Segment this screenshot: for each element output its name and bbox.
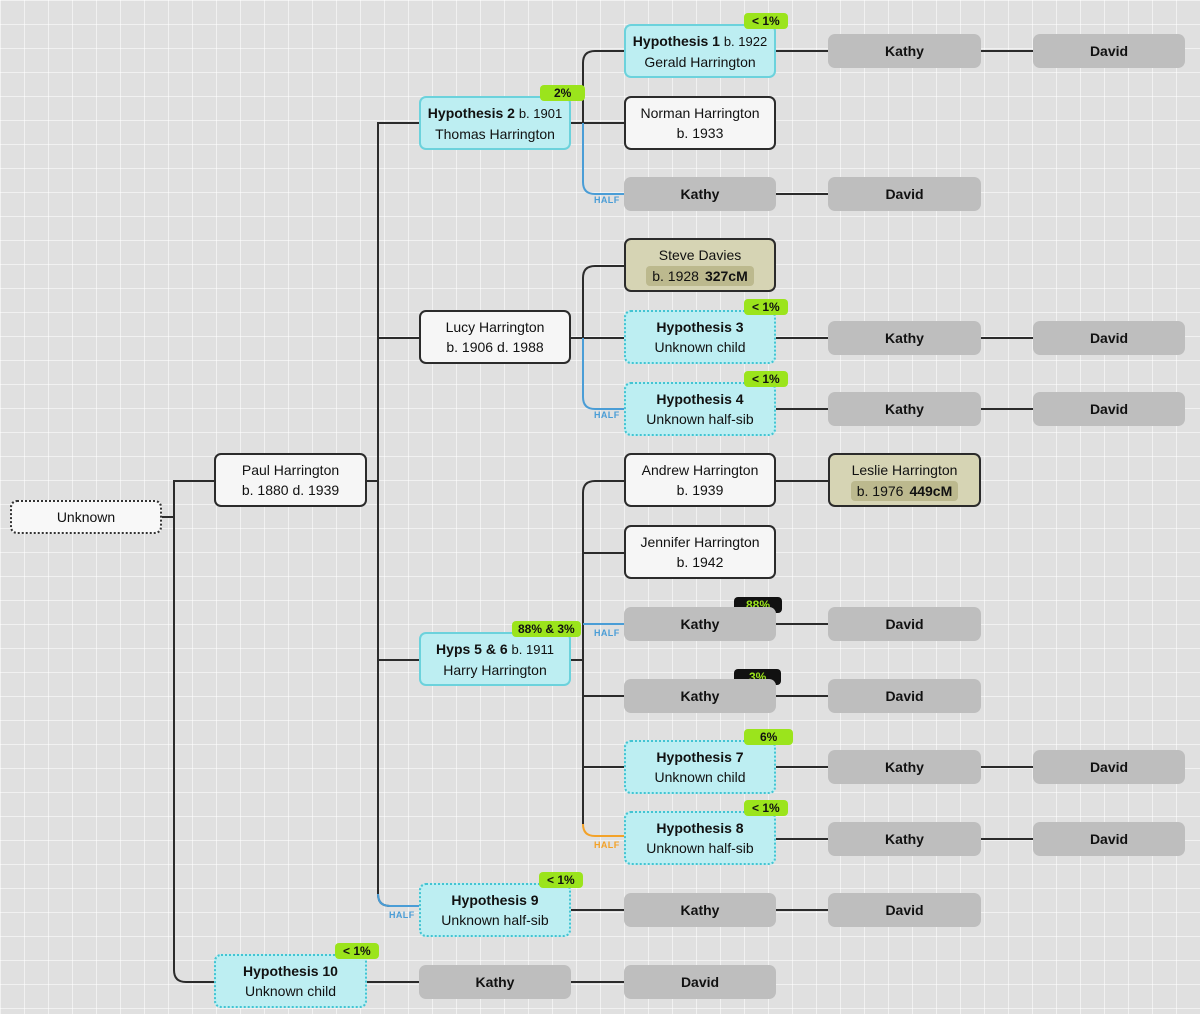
- steve-cm-chip: b. 1928 327cM: [646, 265, 754, 286]
- half-label: HALF: [389, 910, 415, 920]
- lucy-harrington-node[interactable]: Lucy Harrington b. 1906 d. 1988: [419, 310, 571, 364]
- hyp9-sub: Unknown half-sib: [441, 912, 549, 928]
- leslie-cm: 449cM: [909, 482, 953, 499]
- hyp1-name: Gerald Harrington: [644, 53, 756, 70]
- leslie-born: b. 1976: [856, 482, 904, 499]
- kathy-node[interactable]: Kathy: [828, 321, 981, 355]
- kathy-node[interactable]: Kathy: [828, 392, 981, 426]
- paul-name: Paul Harrington: [241, 462, 340, 478]
- hyp56-title: Hyps 5 & 6: [436, 640, 508, 657]
- hyp3-sub: Unknown child: [654, 339, 746, 355]
- hypotheses-5-6-node[interactable]: Hyps 5 & 6 b. 1911 Harry Harrington: [419, 632, 571, 686]
- hypothesis-3-node[interactable]: Hypothesis 3 Unknown child: [624, 310, 776, 364]
- lucy-name: Lucy Harrington: [445, 319, 545, 335]
- hypothesis-8-node[interactable]: Hypothesis 8 Unknown half-sib: [624, 811, 776, 865]
- leslie-name: Leslie Harrington: [851, 461, 958, 478]
- hyp1-title: Hypothesis 1: [632, 32, 720, 49]
- david-node[interactable]: David: [1033, 321, 1185, 355]
- andrew-dates: b. 1939: [676, 482, 724, 498]
- kathy-node[interactable]: Kathy: [419, 965, 571, 999]
- kathy-node[interactable]: Kathy: [624, 679, 776, 713]
- hypothesis-10-node[interactable]: Hypothesis 10 Unknown child: [214, 954, 367, 1008]
- hyp8-title: Hypothesis 8: [656, 820, 744, 836]
- lucy-dates: b. 1906 d. 1988: [446, 339, 544, 355]
- hyp2-name: Thomas Harrington: [435, 125, 555, 142]
- hyp9-title: Hypothesis 9: [451, 892, 539, 908]
- hyp7-title: Hypothesis 7: [656, 749, 744, 765]
- kathy-node[interactable]: Kathy: [624, 177, 776, 211]
- steve-davies-match-node[interactable]: Steve Davies b. 1928 327cM: [624, 238, 776, 292]
- david-node[interactable]: David: [1033, 822, 1185, 856]
- kathy-node[interactable]: Kathy: [828, 822, 981, 856]
- hyp10-sub: Unknown child: [244, 983, 337, 999]
- david-node[interactable]: David: [1033, 34, 1185, 68]
- hyp3-title: Hypothesis 3: [656, 319, 744, 335]
- half-label: HALF: [594, 628, 620, 638]
- hyp1-probability-badge: < 1%: [744, 13, 788, 29]
- hyp9-probability-badge: < 1%: [539, 872, 583, 888]
- kathy-node[interactable]: Kathy: [624, 893, 776, 927]
- david-node[interactable]: David: [828, 893, 981, 927]
- david-node[interactable]: David: [828, 177, 981, 211]
- hyp2-born: b. 1901: [518, 105, 563, 121]
- kathy-node[interactable]: Kathy: [624, 607, 776, 641]
- hyp10-probability-badge: < 1%: [335, 943, 379, 959]
- hypothesis-7-node[interactable]: Hypothesis 7 Unknown child: [624, 740, 776, 794]
- half-label: HALF: [594, 840, 620, 850]
- hyp56-probability-badge: 88% & 3%: [512, 621, 581, 637]
- hypothesis-4-node[interactable]: Hypothesis 4 Unknown half-sib: [624, 382, 776, 436]
- jennifer-dates: b. 1942: [676, 554, 724, 570]
- norman-name: Norman Harrington: [640, 105, 760, 121]
- hyp4-probability-badge: < 1%: [744, 371, 788, 387]
- root-label: Unknown: [56, 509, 116, 525]
- hyp8-sub: Unknown half-sib: [646, 840, 754, 856]
- norman-dates: b. 1933: [676, 125, 724, 141]
- hyp1-born: b. 1922: [723, 33, 768, 49]
- paul-harrington-node[interactable]: Paul Harrington b. 1880 d. 1939: [214, 453, 367, 507]
- hyp2-probability-badge: 2%: [540, 85, 586, 101]
- jennifer-harrington-node[interactable]: Jennifer Harrington b. 1942: [624, 525, 776, 579]
- hyp2-title: Hypothesis 2: [427, 104, 515, 121]
- leslie-harrington-match-node[interactable]: Leslie Harrington b. 1976 449cM: [828, 453, 981, 507]
- hyp56-born: b. 1911: [511, 641, 554, 657]
- andrew-harrington-node[interactable]: Andrew Harrington b. 1939: [624, 453, 776, 507]
- hyp7-probability-badge: 6%: [744, 729, 794, 745]
- hypothesis-1-node[interactable]: Hypothesis 1 b. 1922 Gerald Harrington: [624, 24, 776, 78]
- hypothesis-9-node[interactable]: Hypothesis 9 Unknown half-sib: [419, 883, 571, 937]
- hyp3-probability-badge: < 1%: [744, 299, 788, 315]
- paul-dates: b. 1880 d. 1939: [241, 482, 340, 498]
- hyp4-title: Hypothesis 4: [656, 391, 744, 407]
- hyp4-sub: Unknown half-sib: [646, 411, 754, 427]
- david-node[interactable]: David: [1033, 392, 1185, 426]
- kathy-node[interactable]: Kathy: [828, 34, 981, 68]
- norman-harrington-node[interactable]: Norman Harrington b. 1933: [624, 96, 776, 150]
- david-node[interactable]: David: [1033, 750, 1185, 784]
- david-node[interactable]: David: [624, 965, 776, 999]
- jennifer-name: Jennifer Harrington: [640, 534, 760, 550]
- half-label: HALF: [594, 195, 620, 205]
- hyp56-name: Harry Harrington: [443, 661, 547, 678]
- half-label: HALF: [594, 410, 620, 420]
- steve-born: b. 1928: [652, 267, 699, 284]
- leslie-cm-chip: b. 1976 449cM: [850, 480, 959, 501]
- kathy-node[interactable]: Kathy: [828, 750, 981, 784]
- hyp7-sub: Unknown child: [654, 769, 746, 785]
- steve-cm: 327cM: [704, 267, 748, 284]
- steve-name: Steve Davies: [658, 246, 742, 263]
- hypothesis-2-node[interactable]: Hypothesis 2 b. 1901 Thomas Harrington: [419, 96, 571, 150]
- david-node[interactable]: David: [828, 607, 981, 641]
- hyp8-probability-badge: < 1%: [744, 800, 788, 816]
- root-unknown-node[interactable]: Unknown: [10, 500, 162, 534]
- david-node[interactable]: David: [828, 679, 981, 713]
- andrew-name: Andrew Harrington: [641, 462, 759, 478]
- hyp10-title: Hypothesis 10: [243, 963, 338, 979]
